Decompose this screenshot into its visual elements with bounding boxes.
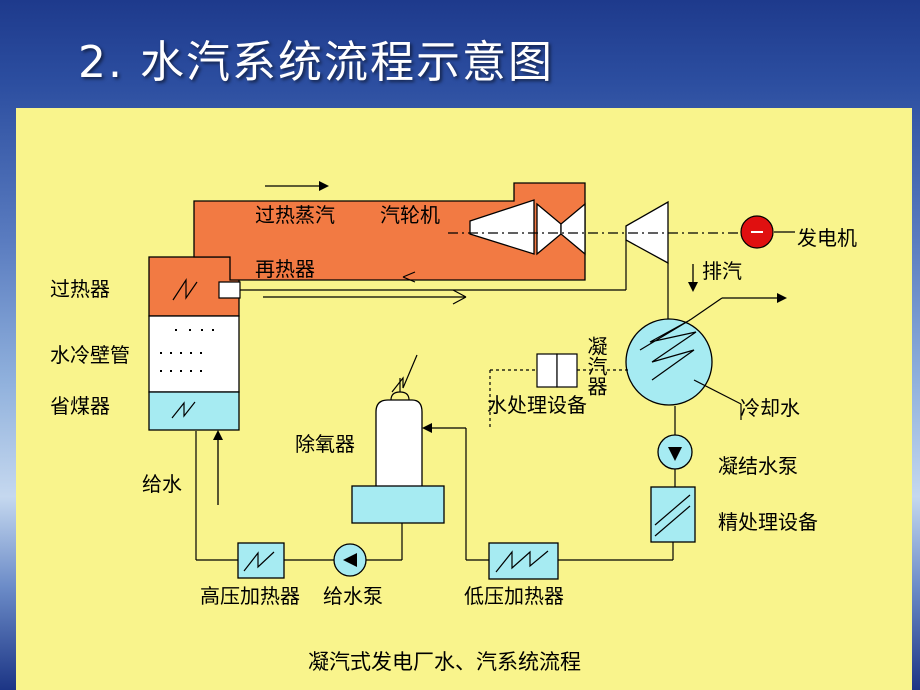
water-treatment-icon <box>536 353 558 388</box>
exhaust-label: 排汽 <box>702 259 742 283</box>
lp-heater-label: 低压加热器 <box>464 584 564 608</box>
condenser-label: 凝汽器 <box>584 336 608 396</box>
deaerator-tank <box>351 485 445 524</box>
condensate-pump-label: 凝结水泵 <box>718 454 798 478</box>
generator-label: 发电机 <box>797 226 857 250</box>
feedwater-label: 给水 <box>142 472 182 496</box>
economizer-label: 省煤器 <box>50 394 110 418</box>
reheater-label: 再热器 <box>255 257 315 281</box>
turbine-label: 汽轮机 <box>380 203 440 227</box>
condenser-icon <box>625 318 713 406</box>
waterwall-label: 水冷壁管 <box>50 343 130 367</box>
economizer-block <box>148 391 240 431</box>
hp-heater-icon <box>237 542 285 579</box>
turbine-hp-icon <box>469 199 535 255</box>
hp-heater-label: 高压加热器 <box>200 584 300 608</box>
superheater-label: 过热器 <box>50 277 110 301</box>
diagram-caption: 凝汽式发电厂水、汽系统流程 <box>308 650 581 674</box>
boiler <box>148 256 241 431</box>
superheated-steam-label: 过热蒸汽 <box>255 203 335 227</box>
water-treatment-label: 水处理设备 <box>487 393 587 417</box>
steam-duct <box>193 182 586 281</box>
deaerator-label: 除氧器 <box>295 432 355 456</box>
feed-pump-label: 给水泵 <box>323 584 383 608</box>
deaerator-icon <box>375 399 423 489</box>
cooling-water-label: 冷却水 <box>740 396 800 420</box>
waterwall-block <box>148 315 240 393</box>
slide-title: 2. 水汽系统流程示意图 <box>78 37 554 88</box>
polishing-label: 精处理设备 <box>718 510 818 534</box>
lp-heater-icon <box>488 542 559 580</box>
